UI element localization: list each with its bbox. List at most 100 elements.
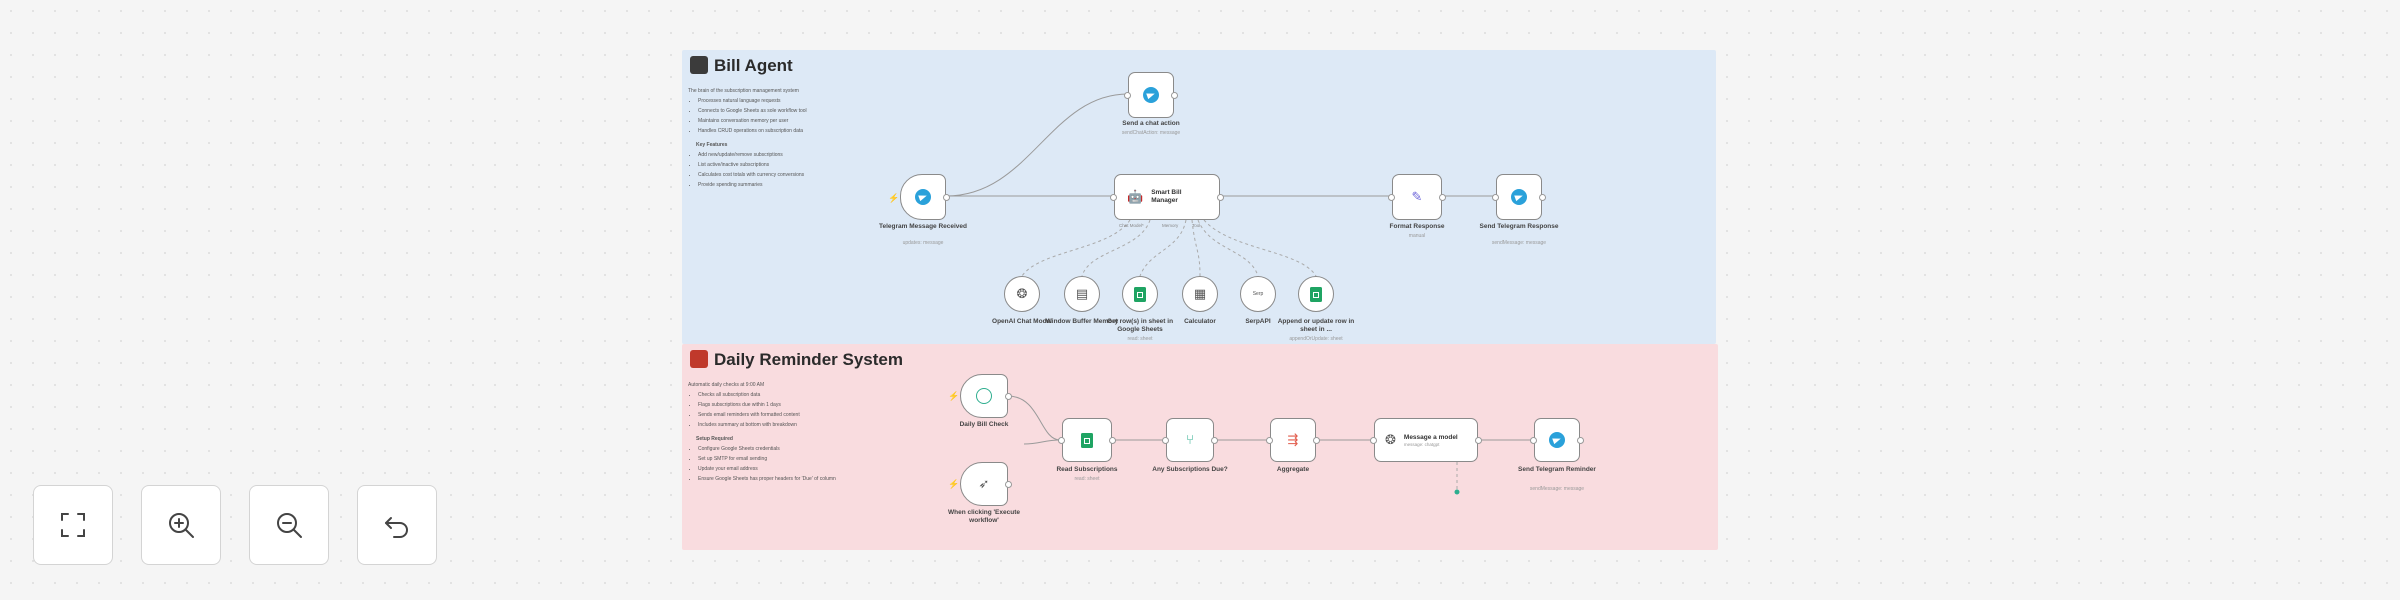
node-label: Read Subscriptions (1056, 466, 1118, 473)
send-telegram-response-node[interactable] (1492, 174, 1546, 220)
input-handle[interactable] (1110, 193, 1117, 201)
window-buffer-memory-node[interactable]: ▤ (1064, 276, 1100, 312)
output-handle[interactable] (1439, 193, 1446, 201)
when-clicking-execute-node[interactable]: ➶ (960, 462, 1012, 506)
append-update-sheet-node[interactable] (1298, 276, 1334, 312)
list-item: Add new/update/remove subscriptions (698, 150, 908, 160)
node-label: SerpAPI (1245, 318, 1271, 325)
format-response-node[interactable]: ✎ (1388, 174, 1446, 220)
list-item: Calculates cost totals with currency con… (698, 170, 908, 180)
message-model-node[interactable]: ❂ Message a model message: chatgpt (1370, 418, 1482, 462)
sub-connection-line (1021, 219, 1131, 277)
input-handle[interactable] (1266, 436, 1273, 444)
sub-connection-line (1203, 219, 1317, 277)
node-label: Message a model (1403, 433, 1458, 441)
any-subscriptions-due-node[interactable]: ⑂ (1162, 418, 1218, 462)
output-handle[interactable] (1313, 436, 1320, 444)
node-subtitle: sendMessage: message (1529, 486, 1585, 492)
cursor-icon: ➶ (978, 476, 990, 492)
node-label: Send Telegram Response (1479, 223, 1559, 230)
zoom-out-icon (277, 513, 302, 538)
input-handle[interactable] (1388, 193, 1395, 201)
key-features-list: Add new/update/remove subscriptions List… (688, 150, 908, 190)
read-subscriptions-node[interactable] (1058, 418, 1116, 462)
fit-view-button[interactable] (33, 485, 113, 565)
node-label: Append or update row in sheet in ... (1277, 318, 1355, 333)
aggregate-icon: ⇶ (1287, 432, 1299, 448)
node-label: Format Response (1389, 223, 1445, 230)
output-handle[interactable] (1171, 91, 1178, 99)
openai-chat-model-node[interactable]: ❂ (1004, 276, 1040, 312)
output-handle[interactable] (943, 193, 950, 201)
node-subtitle: read: sheet (1074, 476, 1100, 482)
sticky-title-daily-reminder: Daily Reminder System (690, 350, 903, 370)
output-handle[interactable] (1475, 436, 1482, 444)
input-handle[interactable] (1492, 193, 1499, 201)
telegram-trigger-node[interactable] (900, 174, 950, 220)
telegram-icon (915, 189, 931, 205)
list-item: Update your email address (698, 464, 908, 474)
output-handle[interactable] (1005, 480, 1012, 488)
output-handle[interactable] (1539, 193, 1546, 201)
send-chat-action-node[interactable] (1124, 72, 1178, 118)
zoom-in-button[interactable] (141, 485, 221, 565)
daily-bill-check-node[interactable] (960, 374, 1012, 418)
calculator-icon: ▦ (1193, 286, 1207, 302)
input-handle[interactable] (1530, 436, 1537, 444)
reset-zoom-button[interactable] (357, 485, 437, 565)
zoom-in-icon (169, 513, 194, 538)
input-handle[interactable] (1058, 436, 1065, 444)
output-handle[interactable] (1577, 436, 1584, 444)
get-rows-sheet-node[interactable] (1122, 276, 1158, 312)
google-sheets-icon (1134, 286, 1146, 302)
output-handle[interactable] (1109, 436, 1116, 444)
clock-icon (976, 388, 992, 404)
zoom-out-button[interactable] (249, 485, 329, 565)
send-telegram-reminder-node[interactable] (1530, 418, 1584, 462)
connection-line (1007, 395, 1061, 441)
node-label: Telegram Message Received (878, 223, 968, 230)
list-item: Includes summary at bottom with breakdow… (698, 420, 908, 430)
google-sheets-icon (1310, 286, 1322, 302)
pencil-icon: ✎ (1411, 189, 1423, 205)
node-label: Window Buffer Memory (1045, 318, 1119, 325)
node-label: Get row(s) in sheet in Google Sheets (1106, 318, 1174, 333)
bill-agent-bullets: Processes natural language requests Conn… (688, 96, 908, 136)
bill-agent-description: The brain of the subscription management… (688, 86, 908, 190)
key-features-heading: Key Features (696, 142, 728, 148)
input-handle[interactable] (1124, 91, 1131, 99)
robot-icon: 🤖 (1127, 189, 1144, 205)
message-model-text: Message a model message: chatgpt (1404, 434, 1458, 447)
serpapi-node[interactable]: Serp (1240, 276, 1276, 312)
node-subtitle: updates: message (902, 240, 944, 246)
fit-view-icon (61, 513, 85, 537)
output-handle[interactable] (1005, 392, 1012, 400)
input-handle[interactable] (1370, 436, 1377, 444)
input-handle[interactable] (1162, 436, 1169, 444)
list-item: Provide spending summaries (698, 180, 908, 190)
reset-zoom-icon (385, 517, 408, 538)
output-handle[interactable] (1211, 436, 1218, 444)
memory-icon: ▤ (1075, 286, 1089, 302)
bill-agent-intro: The brain of the subscription management… (688, 88, 799, 94)
node-label: Aggregate (1276, 466, 1310, 473)
output-handle[interactable] (1217, 193, 1224, 201)
aggregate-node[interactable]: ⇶ (1266, 418, 1320, 462)
list-item: Checks all subscription data (698, 390, 908, 400)
sub-connection-line (1139, 219, 1187, 277)
node-subtitle: read: sheet (1127, 336, 1153, 342)
connection-dot (1454, 489, 1460, 495)
node-label: Send a chat action (1122, 120, 1180, 127)
if-branch-icon: ⑂ (1186, 432, 1194, 448)
list-item: Maintains conversation memory per user (698, 116, 908, 126)
node-label: Calculator (1184, 318, 1216, 325)
node-subtitle: appendOrUpdate: sheet (1289, 336, 1343, 342)
connection-line (945, 93, 1129, 197)
setup-required-heading: Setup Required (696, 436, 733, 442)
smart-bill-manager-node[interactable]: 🤖 Smart Bill Manager (1110, 174, 1224, 220)
trigger-bolt-icon: ⚡ (948, 391, 960, 401)
google-sheets-icon (1081, 432, 1093, 448)
node-label: Smart Bill Manager (1151, 189, 1182, 204)
node-label: Send Telegram Reminder (1518, 466, 1596, 473)
calculator-node[interactable]: ▦ (1182, 276, 1218, 312)
